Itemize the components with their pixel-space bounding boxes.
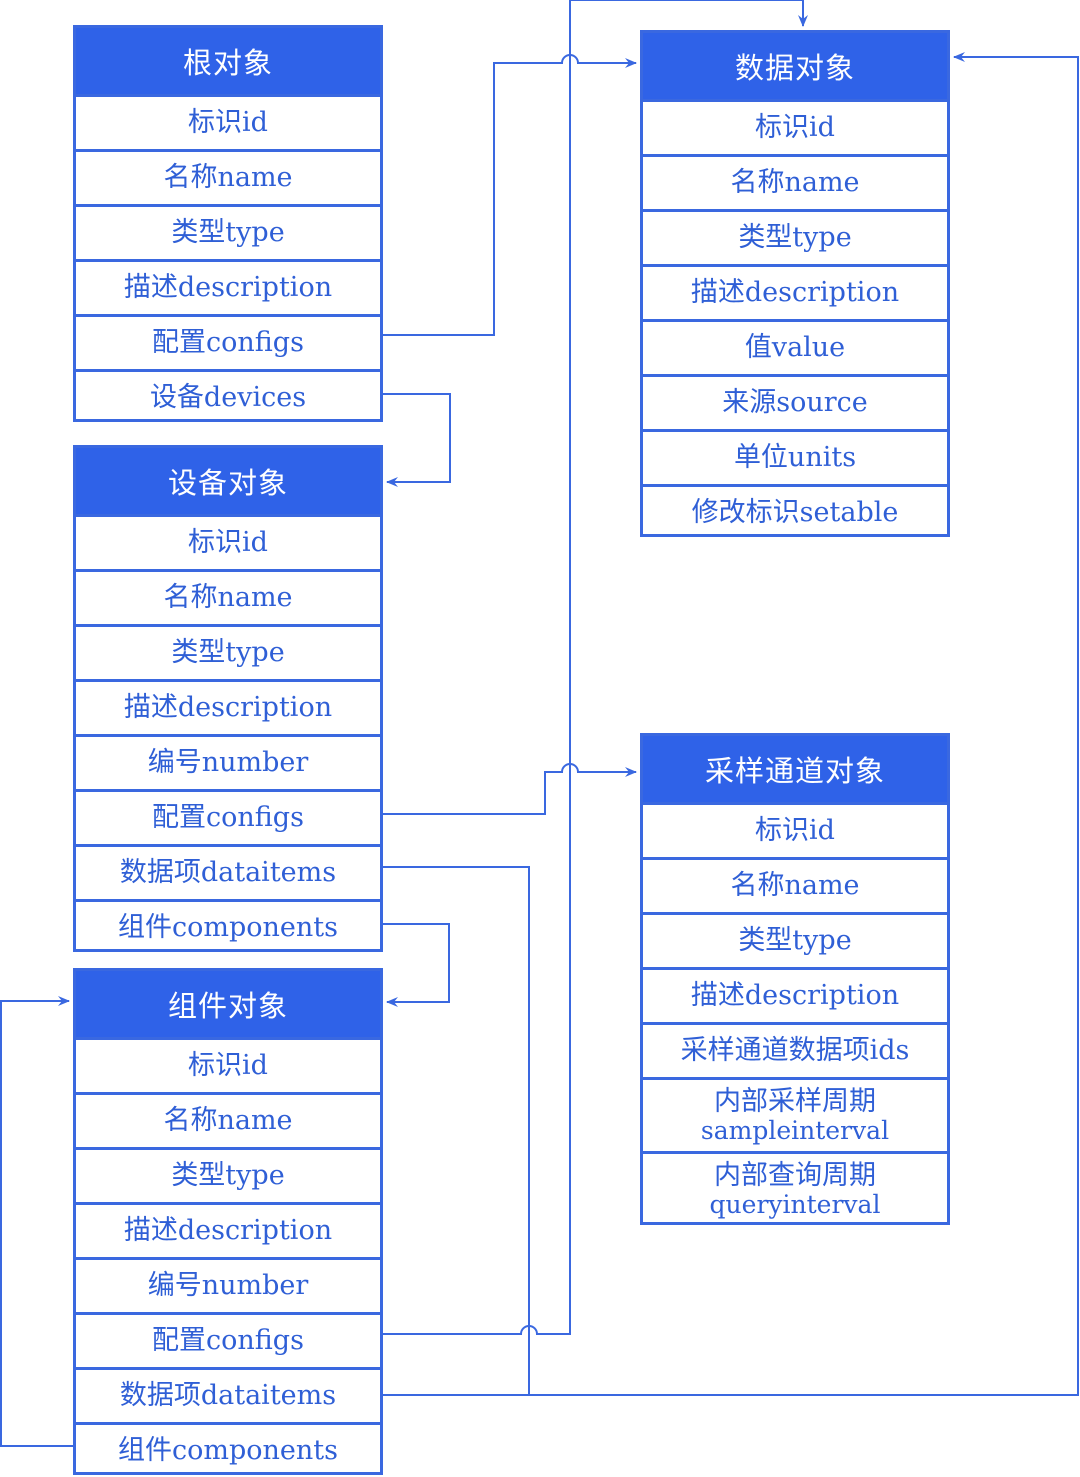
channel-object-box: 采样通道对象 标识id 名称name 类型type 描述description … [640, 733, 950, 1225]
device-object-title: 设备对象 [76, 448, 380, 514]
connector-device-dataitems [383, 866, 530, 1395]
root-field-type: 类型type [76, 204, 380, 259]
channel-object-title: 采样通道对象 [643, 736, 947, 802]
root-object-title: 根对象 [76, 28, 380, 94]
component-field-description: 描述description [76, 1202, 380, 1257]
data-field-value: 值value [643, 319, 947, 374]
component-field-type: 类型type [76, 1147, 380, 1202]
root-field-configs: 配置configs [76, 314, 380, 369]
device-field-id: 标识id [76, 514, 380, 569]
component-object-title: 组件对象 [76, 971, 380, 1037]
device-field-configs: 配置configs [76, 789, 380, 844]
device-field-dataitems: 数据项dataitems [76, 844, 380, 899]
device-field-number: 编号number [76, 734, 380, 789]
root-field-description: 描述description [76, 259, 380, 314]
channel-field-sampleinterval-sub: sampleinterval [700, 1115, 890, 1145]
data-field-id: 标识id [643, 99, 947, 154]
device-object-box: 设备对象 标识id 名称name 类型type 描述description 编号… [73, 445, 383, 952]
component-object-box: 组件对象 标识id 名称name 类型type 描述description 编号… [73, 968, 383, 1475]
component-field-number: 编号number [76, 1257, 380, 1312]
root-field-id: 标识id [76, 94, 380, 149]
data-field-name: 名称name [643, 154, 947, 209]
channel-field-queryinterval-main: 内部查询周期 [714, 1159, 876, 1191]
component-field-configs: 配置configs [76, 1312, 380, 1367]
channel-field-type: 类型type [643, 912, 947, 967]
data-object-box: 数据对象 标识id 名称name 类型type 描述description 值v… [640, 30, 950, 537]
component-field-dataitems: 数据项dataitems [76, 1367, 380, 1422]
component-field-name: 名称name [76, 1092, 380, 1147]
data-field-description: 描述description [643, 264, 947, 319]
component-field-components: 组件components [76, 1422, 380, 1477]
device-field-name: 名称name [76, 569, 380, 624]
channel-field-name: 名称name [643, 857, 947, 912]
channel-field-ids: 采样通道数据项ids [643, 1022, 947, 1077]
data-object-title: 数据对象 [643, 33, 947, 99]
connector-component-configs-to-data [383, 0, 808, 1335]
data-field-source: 来源source [643, 374, 947, 429]
device-field-components: 组件components [76, 899, 380, 954]
device-field-description: 描述description [76, 679, 380, 734]
data-field-units: 单位units [643, 429, 947, 484]
connector-device-configs-to-channel [383, 763, 637, 815]
channel-field-id: 标识id [643, 802, 947, 857]
data-field-setable: 修改标识setable [643, 484, 947, 539]
root-field-devices: 设备devices [76, 369, 380, 424]
connector-root-devices-to-device [383, 393, 451, 487]
data-field-type: 类型type [643, 209, 947, 264]
root-field-name: 名称name [76, 149, 380, 204]
component-field-id: 标识id [76, 1037, 380, 1092]
device-field-type: 类型type [76, 624, 380, 679]
connector-component-dataitems-to-data [383, 52, 1079, 1396]
channel-field-queryinterval: 内部查询周期 queryinterval [643, 1151, 947, 1225]
connector-root-configs-to-data [383, 54, 637, 336]
connector-component-self-loop [0, 996, 73, 1447]
channel-field-queryinterval-sub: queryinterval [709, 1189, 881, 1219]
channel-field-sampleinterval: 内部采样周期 sampleinterval [643, 1077, 947, 1151]
root-object-box: 根对象 标识id 名称name 类型type 描述description 配置c… [73, 25, 383, 422]
channel-field-sampleinterval-main: 内部采样周期 [714, 1085, 876, 1117]
connector-device-components-to-component [383, 923, 450, 1007]
channel-field-description: 描述description [643, 967, 947, 1022]
